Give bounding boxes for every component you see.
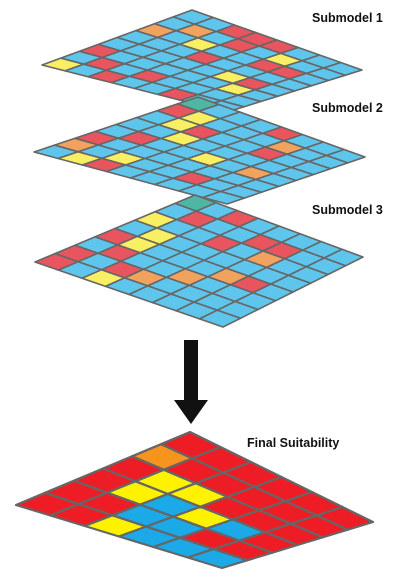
final-suitability-grid [14,430,375,570]
submodel-2-grid [33,96,366,205]
submodel-1-grid [41,9,363,113]
down-arrow-icon [174,340,208,424]
submodel-1-label: Submodel 1 [312,11,383,25]
submodel-2-label: Submodel 2 [312,101,383,115]
grid-cell [198,309,242,328]
final-suitability-label: Final Suitability [247,436,339,450]
grid-cell [202,190,246,205]
submodel-3-label: Submodel 3 [312,203,383,217]
grid-cell [186,547,249,570]
submodel-3-grid [34,194,364,328]
